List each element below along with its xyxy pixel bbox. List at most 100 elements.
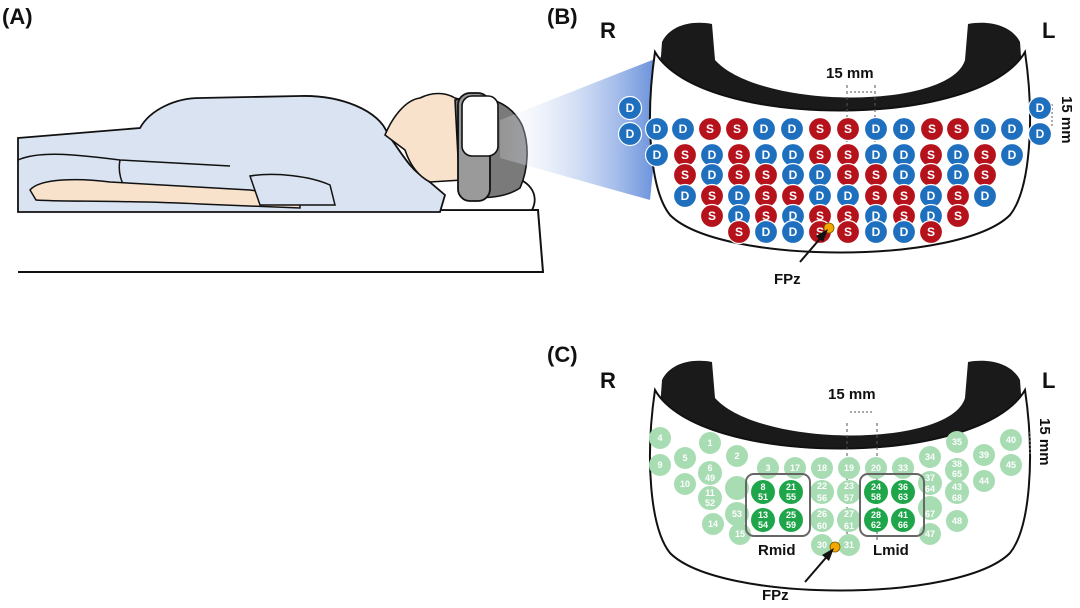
roi-channel-label: 66	[898, 520, 908, 530]
roi-channel-label: 59	[786, 520, 796, 530]
roi-channel-label: 62	[871, 520, 881, 530]
detector-optode-label: D	[816, 168, 825, 182]
detector-optode-label: D	[788, 122, 797, 136]
source-optode-label: S	[816, 122, 824, 136]
side-left-b: L	[1042, 18, 1055, 43]
source-optode-label: S	[681, 168, 689, 182]
dim-vertical-c: 15 mm	[1036, 418, 1053, 466]
channel-label: 57	[844, 493, 854, 503]
channel-cluster	[837, 480, 861, 504]
channel-label: 2	[734, 451, 739, 461]
panel-b-label: (B)	[547, 4, 578, 29]
source-optode-label: S	[733, 122, 741, 136]
channel-label: 45	[1006, 460, 1016, 470]
detector-optode-label: D	[872, 148, 881, 162]
detector-optode-label: D	[1036, 127, 1045, 141]
detector-optode	[670, 116, 696, 142]
channel-label: 5	[682, 453, 687, 463]
detector-optode-label: D	[1008, 122, 1017, 136]
detector-optode-label: D	[735, 189, 744, 203]
channel-label: 56	[817, 493, 827, 503]
channel-label: 53	[732, 509, 742, 519]
patient-hand	[29, 178, 301, 209]
fpz-label-b: FPz	[774, 271, 801, 288]
detector-optode-label: D	[872, 209, 881, 223]
source-optode-label: S	[735, 168, 743, 182]
detector-optode-label: D	[900, 168, 909, 182]
panel-c-label: (C)	[547, 342, 578, 367]
channel-circle	[811, 457, 833, 479]
detector-optode-label: D	[789, 225, 798, 239]
roi-channel-label: 58	[871, 492, 881, 502]
channel-label: 43	[952, 482, 962, 492]
channel-label: 60	[817, 521, 827, 531]
channel-cluster	[837, 508, 861, 532]
roi-channel-label: 24	[871, 482, 881, 492]
detector-optode-label: D	[708, 168, 717, 182]
channel-circle	[946, 431, 968, 453]
dim-horizontal-c: 15 mm	[828, 386, 876, 403]
source-optode-label: S	[681, 148, 689, 162]
detector-optode-label: D	[872, 122, 881, 136]
channel-circle	[1000, 454, 1022, 476]
detector-optode-label: D	[981, 122, 990, 136]
channel-circle	[649, 427, 671, 449]
channel-label: 4	[657, 433, 662, 443]
detector-optode-label: D	[844, 189, 853, 203]
channel-label: 64	[925, 484, 935, 494]
channel-cluster	[810, 508, 834, 532]
channel-label: 9	[657, 460, 662, 470]
source-optode-label: S	[706, 122, 714, 136]
detector-optode-label: D	[735, 209, 744, 223]
channel-cluster	[945, 458, 969, 482]
channel-cluster	[698, 461, 722, 485]
detector-optode	[999, 142, 1025, 168]
channel-label: 33	[898, 463, 908, 473]
channel-circle	[838, 457, 860, 479]
dim-vertical-b: 15 mm	[1058, 96, 1075, 144]
source-optode-label: S	[816, 148, 824, 162]
source-optode	[918, 219, 944, 245]
channel-circle	[699, 432, 721, 454]
source-optode-label: S	[927, 168, 935, 182]
source-optode	[835, 116, 861, 142]
channel-label: 19	[844, 463, 854, 473]
channel-cluster	[698, 486, 722, 510]
source-optode-label: S	[927, 225, 935, 239]
detector-optode	[863, 116, 889, 142]
roi-channel-cluster	[779, 480, 803, 504]
projection-beam	[500, 55, 665, 200]
channel-label: 39	[979, 450, 989, 460]
detector-optode-label: D	[954, 168, 963, 182]
channel-label: 35	[952, 437, 962, 447]
channel-label: 67	[925, 509, 935, 519]
patient-illustration	[17, 55, 665, 273]
roi-channel-cluster	[779, 508, 803, 532]
channel-label: 26	[817, 509, 827, 519]
detector-optode	[891, 219, 917, 245]
detector-optode-label: D	[789, 148, 798, 162]
source-optode-label: S	[762, 168, 770, 182]
detector-optode-label: D	[653, 148, 662, 162]
patient-face	[384, 92, 463, 183]
fpz-label-c: FPz	[762, 587, 789, 603]
roi-channel-cluster	[751, 480, 775, 504]
source-optode-label: S	[816, 225, 824, 239]
channel-label: 6	[707, 463, 712, 473]
source-optode-label: S	[762, 209, 770, 223]
roi-channel-cluster	[751, 508, 775, 532]
detector-optode	[617, 95, 643, 121]
channel-circle	[649, 454, 671, 476]
channel-label: 68	[952, 493, 962, 503]
detector-optode	[1027, 121, 1053, 147]
channel-label: 11	[705, 488, 715, 498]
source-optode	[835, 219, 861, 245]
channel-label: 48	[952, 516, 962, 526]
roi-channel-label: 63	[898, 492, 908, 502]
channel-label: 18	[817, 463, 827, 473]
channel-label: 10	[680, 479, 690, 489]
roi-box-rmid	[745, 473, 811, 537]
detector-optode	[644, 142, 670, 168]
detector-optode-label: D	[762, 225, 771, 239]
